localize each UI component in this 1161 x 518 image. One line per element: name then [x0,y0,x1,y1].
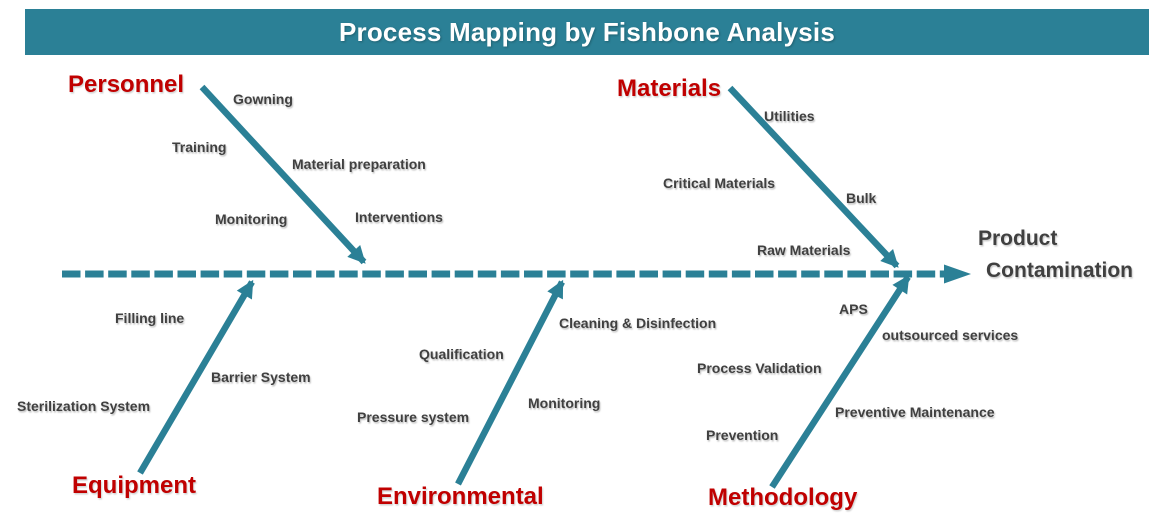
cause-preventive-maintenance: Preventive Maintenance [835,404,995,420]
diagram-title: Process Mapping by Fishbone Analysis [338,16,836,47]
effect-label-line1: Product [978,227,1058,250]
cause-pressure-system: Pressure system [357,409,470,425]
environmental-branch-line [455,279,565,486]
personnel-branch-line [199,84,367,265]
materials-branch-line [727,85,900,269]
cause-aps: APS [839,301,868,317]
cause-bulk: Bulk [846,190,877,206]
cause-training: Training [172,139,227,155]
cause-material-preparation: Material preparation [292,156,426,172]
category-label-materials: Materials [617,75,722,102]
effect-label-line2: Contamination [986,259,1133,282]
methodology-branch-line [769,274,911,489]
category-label-environmental: Environmental [377,483,544,510]
cause-utilities: Utilities [764,108,815,124]
cause-raw-materials: Raw Materials [757,242,851,258]
cause-gowning: Gowning [233,91,293,107]
cause-monitoring-environmental: Monitoring [528,395,601,411]
title-bar: Process Mapping by Fishbone Analysis [25,9,1149,55]
cause-monitoring-personnel: Monitoring [215,211,288,227]
category-label-personnel: Personnel [68,71,185,98]
cause-critical-materials: Critical Materials [663,175,776,191]
spine-arrowhead-icon [944,264,971,284]
cause-barrier-system: Barrier System [211,369,311,385]
cause-process-validation: Process Validation [697,360,822,376]
cause-sterilization-system: Sterilization System [17,398,151,414]
cause-qualification: Qualification [419,346,504,362]
cause-prevention: Prevention [706,427,779,443]
category-label-equipment: Equipment [72,472,196,499]
cause-outsourced-services: outsourced services [882,327,1019,343]
category-label-methodology: Methodology [708,484,858,511]
equipment-branch-line [137,279,255,475]
cause-cleaning-disinfection: Cleaning & Disinfection [559,315,717,331]
cause-filling-line: Filling line [115,310,185,326]
cause-interventions: Interventions [355,209,443,225]
